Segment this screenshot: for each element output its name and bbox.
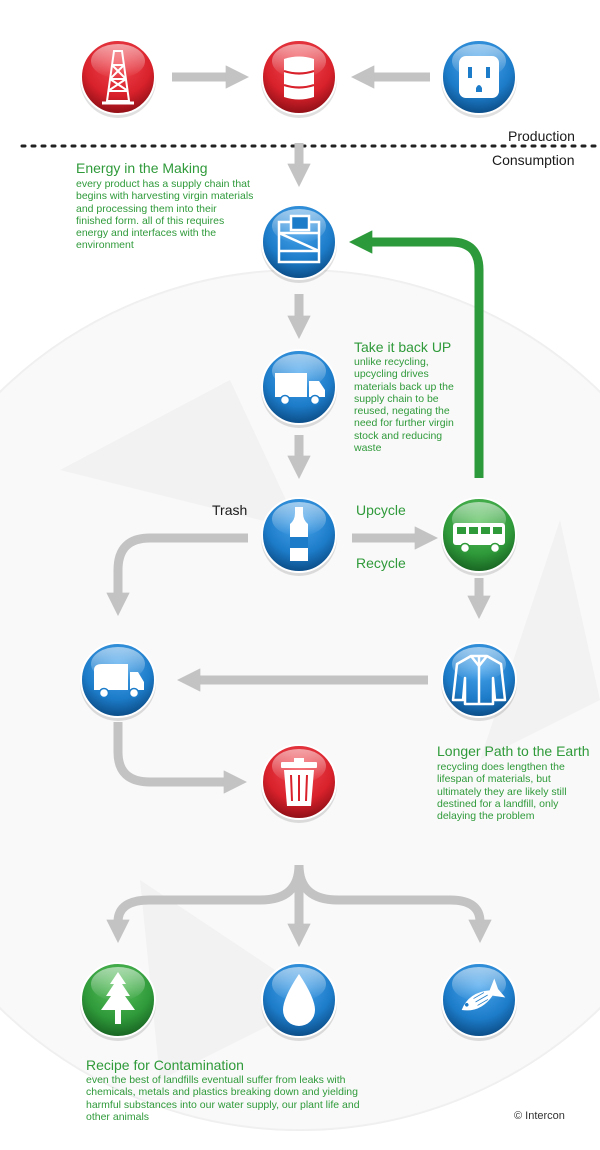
jacket-icon	[451, 654, 507, 706]
trash-can-icon	[281, 758, 317, 806]
tree-icon	[101, 972, 135, 1024]
arrow-garbage-truck-to-trash	[113, 722, 248, 794]
recycle-label: Recycle	[356, 555, 406, 571]
consumption-label: Consumption	[492, 152, 575, 168]
oil-rig-icon	[102, 50, 134, 105]
bottle-node	[261, 497, 337, 576]
fish-node	[441, 962, 517, 1041]
truck-node	[261, 349, 337, 428]
water-drop-node	[261, 962, 337, 1041]
garbage-truck-node	[80, 642, 156, 721]
upcycle-return-arrow	[348, 230, 484, 478]
garbage-truck-icon	[94, 664, 144, 699]
recycle-note-title: Longer Path to the Earth	[437, 743, 590, 759]
water-drop-icon	[283, 974, 315, 1026]
crate-node	[261, 204, 337, 283]
contamination-note-title: Recipe for Contamination	[86, 1057, 244, 1073]
arrow-trash-to-fish	[294, 864, 492, 944]
water-bottle-icon	[290, 507, 308, 561]
energy-note-text: every product has a supply chain that be…	[76, 178, 254, 252]
upcycle-label: Upcycle	[356, 502, 406, 518]
oil-rig-node	[80, 39, 156, 118]
energy-note-title: Energy in the Making	[76, 160, 208, 176]
trash-label: Trash	[212, 502, 248, 518]
upcycle-truck-icon	[453, 523, 505, 554]
outlet-node	[441, 39, 517, 118]
contamination-note-text: even the best of landfills eventuall suf…	[86, 1074, 360, 1123]
upcycle-note-text: unlike recycling, upcycling drives mater…	[354, 356, 454, 455]
credit-label: © Intercon	[514, 1110, 565, 1122]
production-label: Production	[508, 128, 575, 144]
flow-arrows	[106, 65, 492, 948]
recycle-note-text: recycling does lengthen the lifespan of …	[437, 761, 567, 823]
upcycle-truck-node	[441, 497, 517, 576]
jacket-node	[441, 642, 517, 721]
tree-node	[80, 962, 156, 1041]
upcycle-note-title: Take it back UP	[354, 339, 452, 355]
delivery-truck-icon	[275, 373, 325, 406]
recycle-watermark-icon	[0, 269, 600, 1131]
trash-can-node	[261, 744, 337, 823]
barrel-icon	[283, 56, 315, 100]
arrow-bottle-to-garbage-truck	[106, 533, 248, 617]
power-outlet-icon	[459, 56, 499, 98]
crate-icon	[277, 214, 321, 264]
fish-icon	[461, 978, 506, 1011]
barrel-node	[261, 39, 337, 118]
